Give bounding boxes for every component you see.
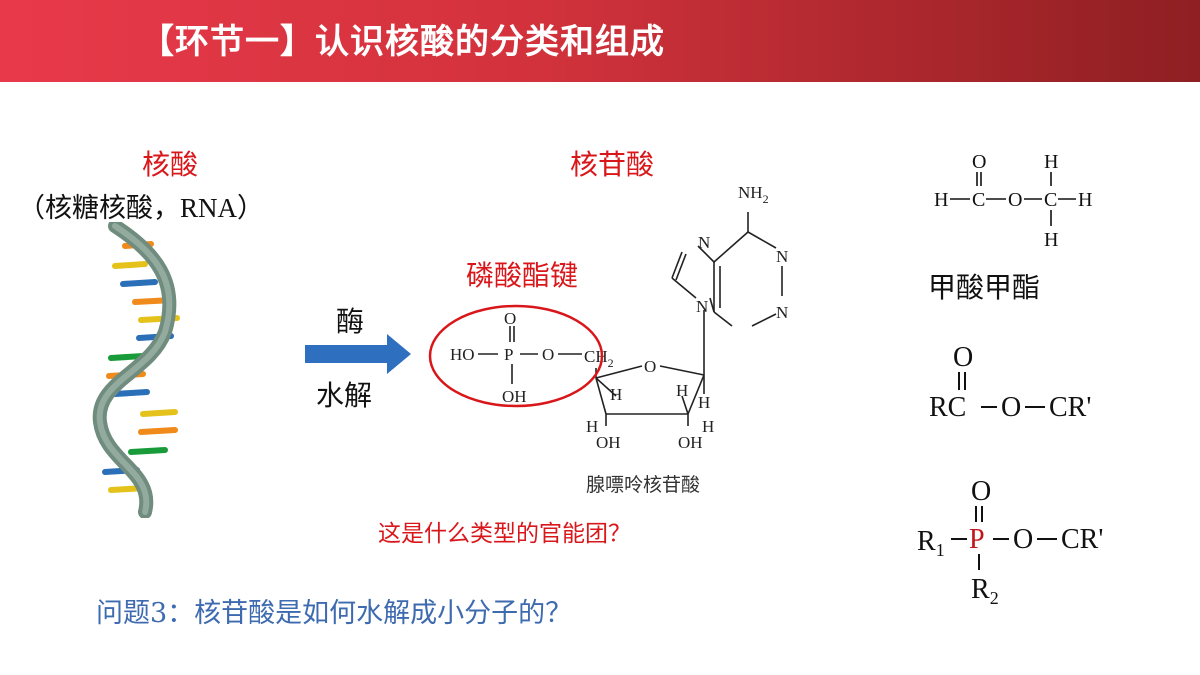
- svg-text:H: H: [702, 417, 714, 436]
- svg-text:H: H: [1044, 151, 1058, 173]
- rna-title: 核酸: [142, 148, 199, 181]
- svg-text:O: O: [542, 345, 554, 364]
- svg-text:N: N: [696, 297, 708, 316]
- svg-text:R2: R2: [971, 574, 999, 608]
- svg-text:CR': CR': [1049, 392, 1091, 423]
- svg-text:O: O: [1008, 189, 1022, 211]
- phosphoester-general-structure: O R1 P O CR' R2: [917, 476, 1103, 608]
- svg-text:P: P: [504, 345, 513, 364]
- svg-text:H: H: [1044, 229, 1058, 251]
- rna-subtitle: （核糖核酸，RNA）: [18, 193, 265, 223]
- methyl-formate-structure: O H C O H C H H: [934, 151, 1092, 251]
- svg-text:O: O: [1013, 524, 1033, 555]
- header-banner: 【环节一】认识核酸的分类和组成: [0, 0, 1200, 82]
- adenosine-monophosphate-structure: NH2 N N N N O O P HO OH O CH2 H H H H OH…: [428, 183, 788, 452]
- svg-text:C: C: [1044, 189, 1057, 211]
- svg-text:R1: R1: [917, 526, 945, 560]
- svg-text:H: H: [610, 385, 622, 404]
- svg-text:NH2: NH2: [738, 183, 769, 206]
- ester-general-structure: O RC O CR': [929, 342, 1091, 423]
- svg-text:O: O: [504, 309, 516, 328]
- svg-text:H: H: [586, 417, 598, 436]
- methyl-formate-name: 甲酸甲酯: [928, 271, 1041, 304]
- svg-text:OH: OH: [596, 433, 621, 452]
- arrow-top-label: 酶: [336, 305, 365, 338]
- arrow-bottom-label: 水解: [316, 379, 373, 412]
- structure-caption: 腺嘌呤核苷酸: [586, 474, 701, 496]
- svg-text:O: O: [953, 342, 973, 373]
- svg-text:H: H: [676, 381, 688, 400]
- nucleotide-title: 核苷酸: [570, 148, 655, 181]
- rna-helix-image: [92, 222, 180, 518]
- hydrolysis-arrow: [305, 334, 411, 374]
- svg-text:CH2: CH2: [584, 347, 614, 370]
- svg-text:O: O: [1001, 392, 1021, 423]
- svg-text:N: N: [776, 247, 788, 266]
- svg-text:H: H: [934, 189, 948, 211]
- svg-text:CR': CR': [1061, 524, 1103, 555]
- hydrolysis-question: 问题3：核苷酸是如何水解成小分子的？: [96, 598, 573, 629]
- svg-text:P: P: [969, 524, 985, 555]
- svg-text:O: O: [972, 151, 986, 173]
- functional-group-question: 这是什么类型的官能团？: [378, 521, 631, 547]
- svg-text:O: O: [971, 476, 991, 507]
- phosphoester-highlight-circle: [428, 304, 604, 408]
- page-title: 【环节一】认识核酸的分类和组成: [140, 22, 665, 62]
- svg-text:N: N: [776, 303, 788, 322]
- svg-text:OH: OH: [502, 387, 527, 406]
- svg-text:OH: OH: [678, 433, 703, 452]
- svg-text:N: N: [698, 233, 710, 252]
- svg-text:O: O: [644, 357, 656, 376]
- svg-text:RC: RC: [929, 392, 966, 423]
- svg-text:H: H: [1078, 189, 1092, 211]
- svg-text:HO: HO: [450, 345, 475, 364]
- svg-text:C: C: [972, 189, 985, 211]
- svg-text:H: H: [698, 393, 710, 412]
- phosphoester-bond-label: 磷酸酯键: [466, 259, 579, 292]
